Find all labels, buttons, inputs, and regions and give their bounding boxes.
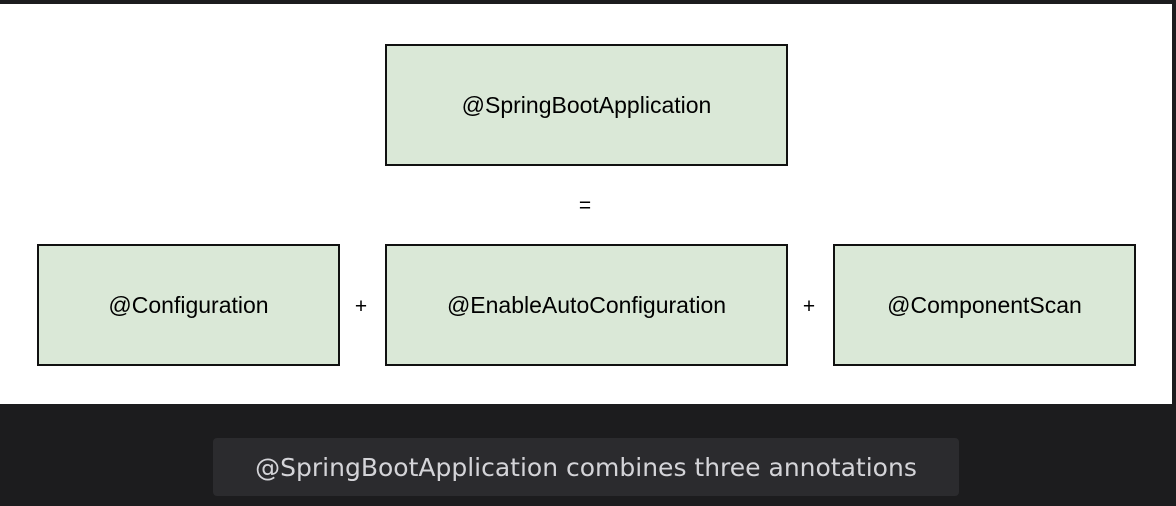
figure-caption: @SpringBootApplication combines three an…	[213, 438, 959, 496]
enable-auto-configuration-label: @EnableAutoConfiguration	[446, 291, 727, 318]
component-scan-label: @ComponentScan	[887, 291, 1082, 318]
spring-boot-application-box: @SpringBootApplication	[385, 44, 788, 166]
component-scan-box: @ComponentScan	[833, 244, 1136, 366]
diagram-canvas: @SpringBootApplication = @Configuration …	[0, 0, 1174, 404]
caption-text: @SpringBootApplication combines three an…	[255, 452, 917, 482]
configuration-box: @Configuration	[37, 244, 340, 366]
plus-sign-2: +	[802, 295, 816, 318]
plus-sign-1: +	[354, 295, 368, 318]
configuration-label: @Configuration	[108, 291, 269, 318]
enable-auto-configuration-box: @EnableAutoConfiguration	[385, 244, 788, 366]
equals-sign: =	[578, 194, 592, 217]
spring-boot-application-label: @SpringBootApplication	[461, 91, 712, 118]
